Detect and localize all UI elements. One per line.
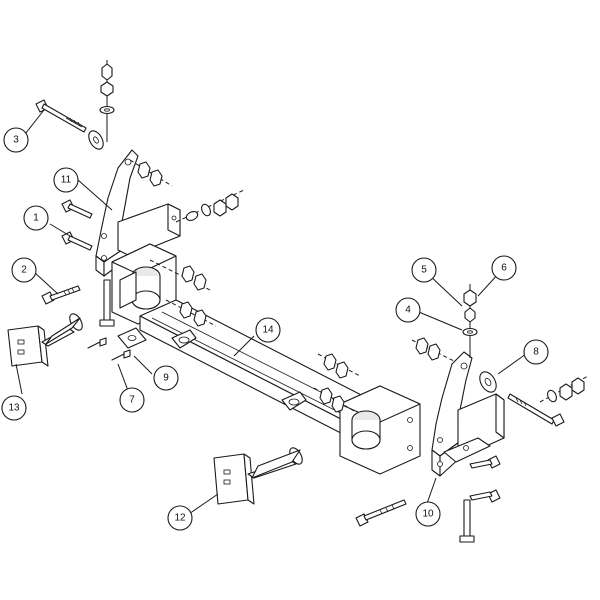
nuts-left-upper [129,159,173,187]
callout-8-label: 8 [533,347,539,358]
right-bracket-assembly [339,351,505,477]
callout-12: 12 [167,505,193,531]
callout-3: 3 [3,127,29,153]
callout-2-label: 2 [21,265,27,276]
bolts-left-plate [61,199,93,251]
right-side-flange-plate [443,393,505,463]
washer-8-and-nuts [479,371,589,403]
callout-7: 7 [119,387,145,413]
bolts-lower-right [355,455,501,543]
callout-1-label: 1 [33,213,39,224]
callout-6: 6 [491,255,517,281]
bolt-right-long [507,393,565,427]
callout-8: 8 [523,339,549,365]
left-cradle-mount [111,243,177,325]
pin-bracket-12 [213,447,303,505]
nuts-center [313,353,361,413]
callout-13: 13 [1,395,27,421]
callout-1: 1 [23,205,49,231]
callout-14-label: 14 [262,325,274,336]
callout-9-label: 9 [163,373,169,384]
left-side-flange-plate [117,203,181,257]
callout-5-label: 5 [421,265,427,276]
nuts-left-far [175,189,245,223]
callout-10: 10 [415,501,441,527]
screws-small [87,327,147,361]
bolts [35,60,589,543]
left-upright-plate [95,149,139,277]
nuts-mid-left [149,259,217,327]
callout-12-label: 12 [174,513,186,524]
left-bracket-assembly [95,149,181,325]
callout-4-label: 4 [405,305,411,316]
bolt-2 [41,285,81,305]
callout-11-label: 11 [61,175,72,186]
nuts-right-upper [411,337,457,363]
callout-9: 9 [153,365,179,391]
callout-6-label: 6 [501,263,507,274]
right-cradle-mount [339,385,421,475]
callout-14: 14 [255,317,281,343]
callout-10-label: 10 [422,509,434,520]
callout-2: 2 [11,257,37,283]
callout-4: 4 [395,297,421,323]
washer-left-top [88,130,104,150]
callout-13-label: 13 [8,403,20,414]
bolt-vertical-top-left [99,60,115,142]
bolt-3 [35,99,87,133]
callout-7-label: 7 [129,395,135,406]
callout-3-label: 3 [13,135,19,146]
bolt-vertical-left [99,279,115,327]
pin-bracket-13 [7,313,83,367]
callout-11: 11 [53,167,79,193]
bolt-vertical-right-stack [462,284,478,358]
callout-5: 5 [411,257,437,283]
